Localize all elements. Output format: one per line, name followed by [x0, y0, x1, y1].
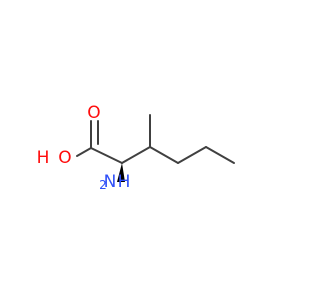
bond-c5-c6	[205, 146, 235, 164]
bond-c2-c3	[121, 146, 151, 164]
atom-oxygen-carbonyl: O	[87, 103, 100, 123]
atom-nitrogen: N	[104, 172, 117, 192]
molecule-structure: O H O N H 2	[37, 103, 235, 192]
wedge-bond-c2-n	[117, 163, 125, 182]
bond-c1-oh	[76, 147, 92, 157]
amino-hydrogen-count: 2	[99, 178, 107, 192]
atom-oxygen-hydroxyl: O	[58, 148, 71, 168]
bond-c3-c4	[149, 146, 179, 164]
bond-c4-c5	[177, 146, 207, 164]
atom-hydrogen-hydroxyl: H	[37, 148, 50, 168]
bond-c1-c2	[90, 147, 123, 164]
molecule-canvas: O H O N H 2	[36, 103, 235, 192]
atom-hydrogen-amino: H	[118, 172, 131, 192]
bond-group	[76, 114, 235, 164]
